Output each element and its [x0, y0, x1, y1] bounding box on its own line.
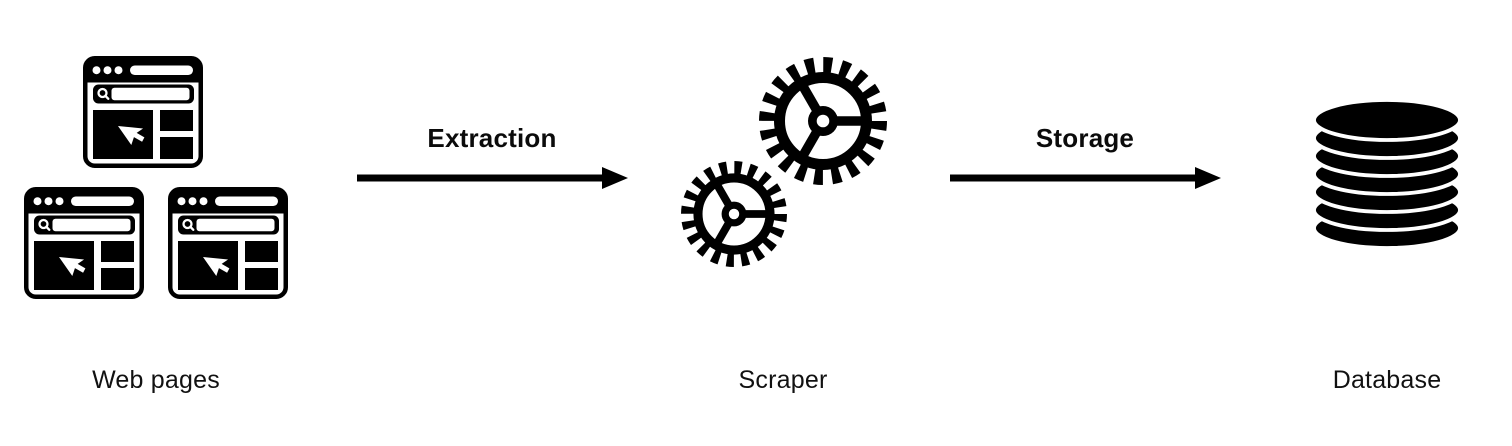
extraction-arrow-label: Extraction [427, 123, 557, 153]
node-scraper: Scraper [630, 0, 930, 446]
node-database: Database [1260, 0, 1512, 446]
database-icon [1312, 98, 1462, 250]
gear-large-icon [768, 66, 879, 177]
browser-window-icon [168, 187, 288, 299]
browser-window-icon [83, 56, 203, 168]
browser-window-icon [24, 187, 144, 299]
database-label: Database [1332, 366, 1442, 394]
node-web-pages: Web pages [0, 0, 300, 446]
arrow-right-icon [357, 167, 628, 189]
web-pages-label: Web pages [92, 366, 220, 394]
storage-arrow-label: Storage [1035, 123, 1135, 153]
arrow-right-icon [950, 167, 1221, 189]
scraper-label: Scraper [738, 366, 828, 394]
gear-small-icon [688, 168, 780, 260]
gears-icon [681, 57, 887, 267]
